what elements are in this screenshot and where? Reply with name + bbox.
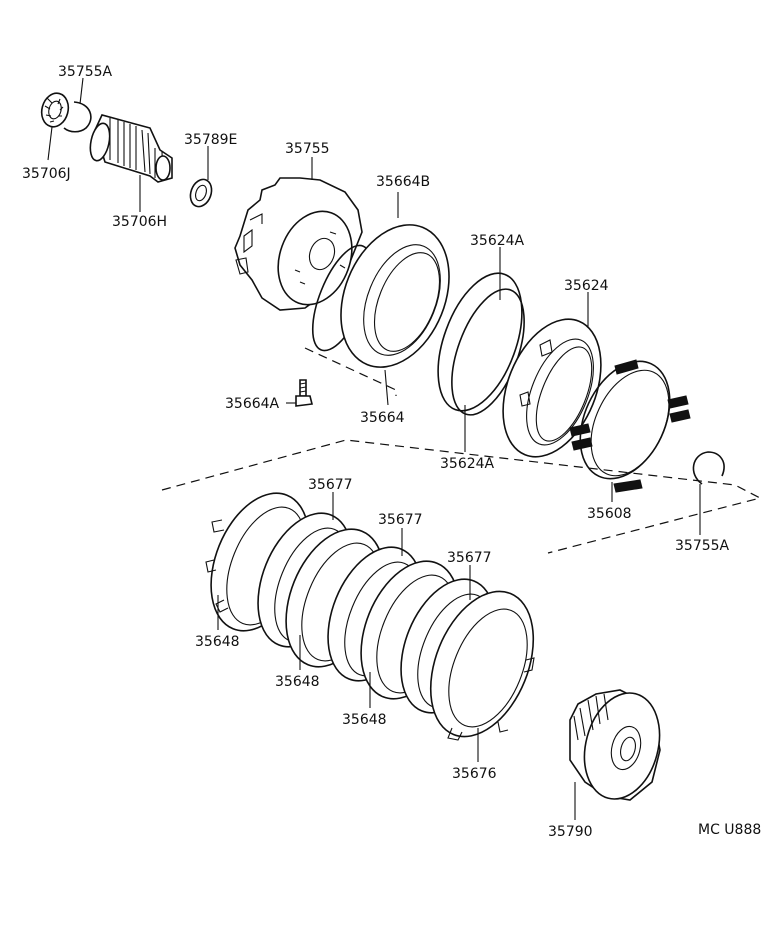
label-35664A: 35664A	[225, 396, 280, 412]
thrust-washer-35789E	[189, 178, 213, 208]
carrier-35790	[569, 689, 661, 801]
label-35624A-bottom: 35624A	[440, 456, 495, 472]
label-35755A-right: 35755A	[675, 538, 730, 554]
return-spring-35608	[569, 359, 691, 493]
label-35648-a: 35648	[195, 634, 240, 650]
snap-ring-35755A-top	[63, 101, 92, 133]
label-35789E: 35789E	[184, 132, 237, 148]
dashed-group-outline-upper	[304, 347, 397, 396]
label-35676: 35676	[452, 766, 497, 782]
piston-35664B	[340, 224, 450, 368]
snap-ring-35755A-right	[692, 451, 725, 485]
label-35706H: 35706H	[112, 214, 167, 230]
o-ring-35624A-outer	[437, 272, 523, 412]
shaft-35706H	[89, 114, 173, 183]
label-35664: 35664	[360, 410, 405, 426]
piston-35624	[502, 318, 602, 458]
clutch-drum-35755	[234, 177, 363, 311]
label-35790: 35790	[548, 824, 593, 840]
dashed-group-outline-lower	[161, 439, 762, 554]
label-35664B: 35664B	[376, 174, 430, 190]
label-35677-b: 35677	[378, 512, 423, 528]
label-35677-c: 35677	[447, 550, 492, 566]
label-35706J: 35706J	[22, 166, 71, 182]
bolt-35664A	[295, 379, 313, 407]
label-35755A-top: 35755A	[58, 64, 113, 80]
diagram-code: MC U888	[698, 822, 761, 838]
label-35648-c: 35648	[342, 712, 387, 728]
label-35608: 35608	[587, 506, 632, 522]
leader-35755A-top	[79, 77, 84, 105]
label-35624A-top: 35624A	[470, 233, 525, 249]
label-35648-b: 35648	[275, 674, 320, 690]
leader-35664	[384, 369, 389, 406]
label-35677-a: 35677	[308, 477, 353, 493]
label-35624: 35624	[564, 278, 609, 294]
clutch-flange-35676	[429, 590, 535, 741]
needle-bearing-35706J	[40, 92, 70, 128]
leader-35706J	[47, 126, 53, 161]
label-35755: 35755	[285, 141, 330, 157]
